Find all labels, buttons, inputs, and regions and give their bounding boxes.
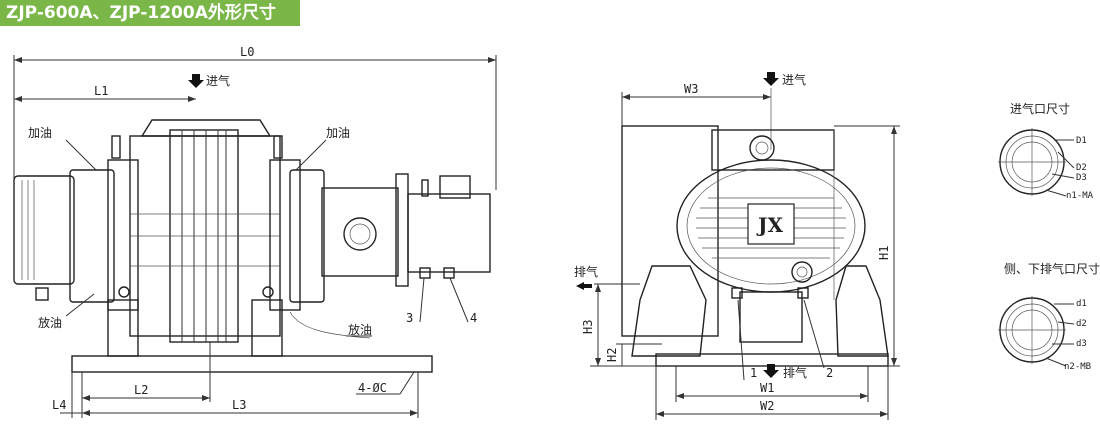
label-D2: D2 [1076,163,1087,173]
label-part-2: 2 [826,366,833,380]
label-inlet-title: 进气口尺寸 [1010,101,1070,116]
label-intake-front: 进气 [206,73,230,88]
side-view: 进气 W3 JX [574,72,900,420]
label-hole: 4-ØC [358,381,387,395]
label-L0: L0 [240,45,254,59]
label-oil-drain-right: 放油 [348,322,372,337]
svg-text:JX: JX [756,213,783,237]
label-part-1: 1 [750,366,757,380]
label-W1: W1 [760,381,774,395]
label-D1: D1 [1076,136,1087,146]
label-oil-add-right: 加油 [326,126,350,140]
label-oil-drain-left: 放油 [38,315,62,330]
front-view: L0 进气 L1 [13,45,497,418]
label-exhaust-bottom: 排气 [783,365,807,380]
label-L3: L3 [232,398,246,412]
label-W3: W3 [684,82,698,96]
label-oil-add-left: 加油 [28,126,52,140]
label-d2: d2 [1076,319,1087,329]
label-W2: W2 [760,399,774,413]
label-n1-MA: n1-MA [1066,191,1094,201]
label-d3: d3 [1076,339,1087,349]
label-part-4: 4 [470,311,477,325]
label-H2: H2 [605,348,619,362]
label-H1: H1 [877,246,891,260]
label-H3: H3 [581,320,595,334]
flange-details: 进气口尺寸 D1 D2 D3 n1-MA 侧、下排气口尺寸 d1 d2 d3 n… [998,101,1100,372]
label-exhaust-side: 排气 [574,264,598,279]
label-n2-MB: n2-MB [1064,362,1091,372]
label-outlet-title: 侧、下排气口尺寸 [1004,261,1100,276]
label-part-3: 3 [406,311,413,325]
page-title: ZJP-600A、ZJP-1200A外形尺寸 [0,0,300,26]
label-L4: L4 [52,398,66,412]
label-L1: L1 [94,84,108,98]
label-L2: L2 [134,383,148,397]
label-D3: D3 [1076,173,1087,183]
label-intake-side: 进气 [782,72,806,87]
label-d1: d1 [1076,299,1087,309]
